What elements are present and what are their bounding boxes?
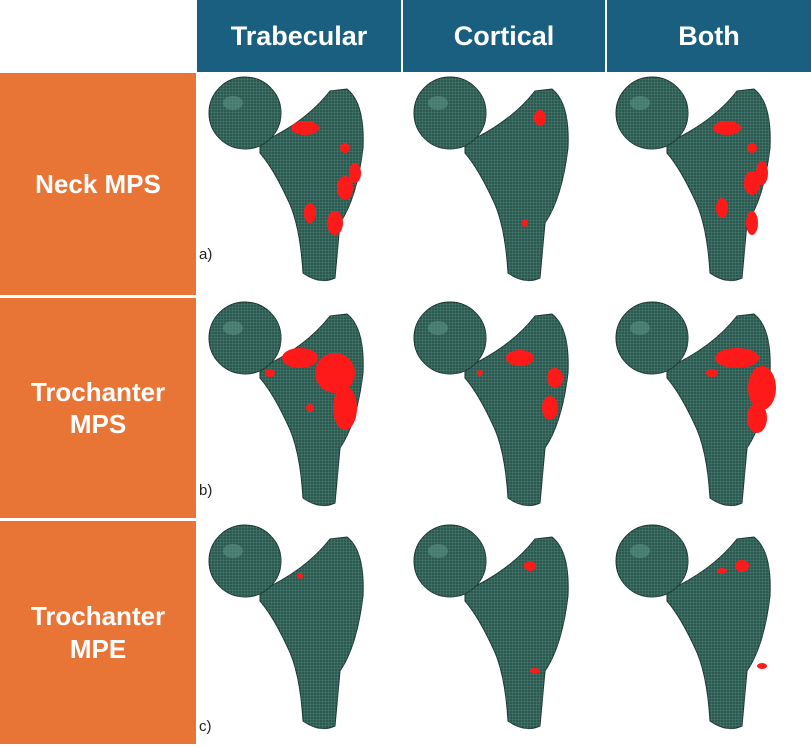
column-header-trabecular: Trabecular bbox=[197, 0, 401, 72]
failure-region bbox=[748, 366, 776, 410]
column-header-cortical: Cortical bbox=[403, 0, 605, 72]
femur-model-cortical-row-2 bbox=[410, 298, 614, 520]
panel-label-a: a) bbox=[199, 246, 213, 263]
failure-region bbox=[506, 350, 534, 366]
failure-region bbox=[542, 396, 558, 420]
femur-model-cortical-row-1 bbox=[410, 73, 614, 295]
row-label-trochanter-mps: Trochanter MPS bbox=[0, 298, 196, 518]
femur-model-trabecular-row-3 bbox=[205, 521, 409, 743]
failure-region bbox=[306, 404, 314, 412]
failure-region bbox=[333, 386, 357, 430]
failure-region bbox=[716, 198, 728, 218]
failure-region bbox=[477, 370, 483, 376]
femur-model-both-row-1 bbox=[612, 73, 811, 295]
failure-region bbox=[706, 369, 718, 377]
failure-region bbox=[327, 211, 343, 235]
failure-region bbox=[524, 561, 536, 571]
femur-model-both-row-3 bbox=[612, 521, 811, 743]
failure-region bbox=[735, 560, 749, 572]
column-header-both: Both bbox=[607, 0, 811, 72]
failure-region bbox=[757, 663, 767, 669]
failure-region bbox=[715, 348, 759, 368]
failure-region bbox=[534, 110, 546, 126]
failure-region bbox=[713, 121, 741, 135]
failure-region bbox=[340, 143, 350, 153]
failure-region bbox=[547, 368, 563, 388]
femur-model-both-row-2 bbox=[612, 298, 811, 520]
failure-region bbox=[522, 219, 528, 227]
femur-model-trabecular-row-1 bbox=[205, 73, 409, 295]
failure-region bbox=[291, 121, 319, 135]
failure-region bbox=[304, 203, 316, 223]
failure-region bbox=[265, 369, 275, 377]
failure-region bbox=[282, 348, 318, 368]
failure-region bbox=[746, 211, 758, 235]
failure-region bbox=[747, 143, 757, 153]
femur-model-trabecular-row-2 bbox=[205, 298, 409, 520]
femur-model-cortical-row-3 bbox=[410, 521, 614, 743]
failure-region bbox=[747, 403, 767, 433]
panel-label-b: b) bbox=[199, 482, 213, 499]
row-label-neck-mps: Neck MPS bbox=[0, 73, 196, 295]
failure-region bbox=[297, 573, 303, 579]
row-label-trochanter-mpe: Trochanter MPE bbox=[0, 521, 196, 744]
failure-region bbox=[315, 353, 355, 393]
failure-region bbox=[744, 171, 760, 195]
panel-label-c: c) bbox=[199, 718, 212, 735]
failure-region bbox=[717, 568, 727, 574]
failure-region bbox=[349, 163, 361, 183]
failure-region bbox=[337, 176, 353, 200]
failure-region bbox=[530, 668, 540, 674]
